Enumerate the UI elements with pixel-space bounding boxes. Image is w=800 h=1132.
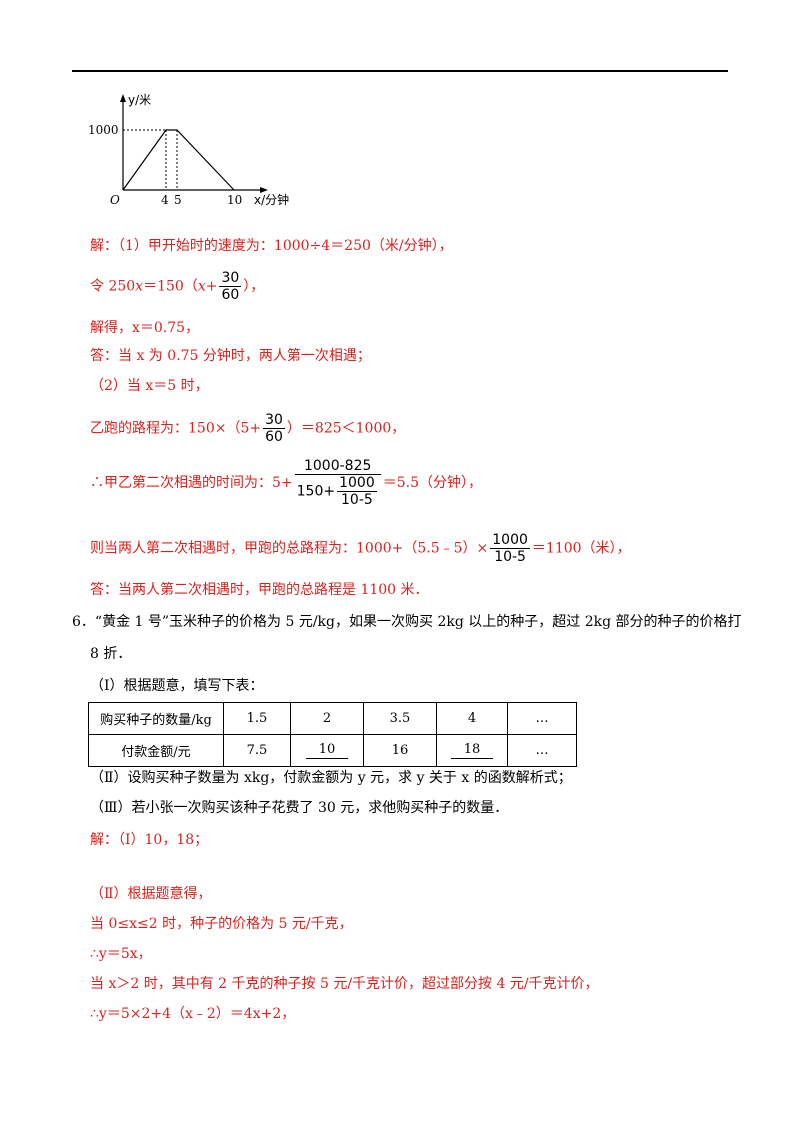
x-axis-label: x/分钟 [254, 192, 289, 207]
table-cell: 7.5 [223, 734, 291, 767]
solution1-line3: 解得，x＝0.75， [90, 320, 200, 336]
x-axis-arrow [260, 187, 268, 193]
answer-blank: 10 [306, 742, 348, 759]
table-cell: 18 [436, 734, 508, 767]
y-axis-arrow [120, 94, 126, 102]
solution2-line4: ∴y＝5x， [90, 946, 152, 962]
line7-post: ＝5.5（分钟）， [382, 475, 482, 491]
table-cell: 3.5 [363, 702, 437, 735]
line2-mid: ＝150（ [143, 278, 198, 295]
problem6-line1: 6．“黄金 1 号”玉米种子的价格为 5 元/kg，如果一次购买 2kg 以上的… [72, 614, 742, 630]
frac-num: 30 [219, 270, 242, 287]
line8-post: ＝1100（米）， [531, 540, 631, 557]
solution2-line2: （Ⅱ）根据题意得， [90, 886, 212, 902]
frac-den: 60 [221, 287, 240, 303]
line8-pre: 则当两人第二次相遇时，甲跑的总路程为：1000+（5.5﹣5）× [90, 540, 489, 557]
x-tick-4: 4 [161, 193, 169, 207]
answer-blank: 18 [451, 742, 493, 759]
table-cell: … [507, 702, 577, 735]
inner-num: 1000 [337, 475, 377, 492]
table-row: 付款金额/元 7.5 10 16 18 … [88, 734, 577, 767]
table-cell: 10 [290, 734, 364, 767]
frac-num: 1000 [490, 532, 530, 549]
frac-den: 10-5 [494, 549, 526, 565]
frac-den: 60 [265, 429, 283, 445]
line2-var: x [135, 278, 144, 295]
table-row: 购买种子的数量/kg 1.5 2 3.5 4 … [88, 702, 577, 735]
y-tick-1000: 1000 [88, 123, 119, 137]
solution1-line9: 答：当两人第二次相遇时，甲跑的总路程是 1100 米． [90, 582, 429, 598]
distance-curve [122, 129, 235, 191]
x-tick-10: 10 [227, 193, 242, 207]
table-cell: 1.5 [223, 702, 291, 735]
x-tick-5: 5 [174, 193, 182, 207]
header-rule [72, 70, 728, 72]
table-cell: 16 [363, 734, 437, 767]
line2-plus: + [205, 278, 218, 295]
y-axis-label: y/米 [128, 93, 151, 107]
solution1-line5: （2）当 x＝5 时， [90, 378, 209, 394]
line6-pre: 乙跑的路程为：150×（5+ [90, 420, 262, 437]
frac-num: 30 [263, 412, 285, 429]
line2-post: ）， [243, 278, 265, 295]
problem6-part3: （Ⅲ）若小张一次购买该种子花费了 30 元，求他购买种子的数量． [90, 800, 509, 816]
origin-label: O [110, 193, 120, 207]
line6-post: ）＝825＜1000， [286, 420, 406, 437]
solution1-line4: 答：当 x 为 0.75 分钟时，两人第一次相遇； [90, 348, 371, 364]
problem6-line2: 8 折． [90, 646, 132, 662]
problem6-part1: （Ⅰ）根据题意，填写下表： [90, 678, 264, 694]
table-cell: … [507, 734, 577, 767]
solution2-line1: 解：（Ⅰ）10，18； [90, 832, 209, 848]
price-table: 购买种子的数量/kg 1.5 2 3.5 4 … 付款金额/元 7.5 10 1… [88, 702, 577, 767]
distance-time-graph: y/米 1000 O 4 5 10 x/分钟 [88, 93, 289, 207]
table-cell: 付款金额/元 [88, 734, 224, 767]
solution1-line1: 解：（1）甲开始时的速度为：1000÷4＝250（米/分钟）， [90, 238, 453, 254]
solution2-line3: 当 0≤x≤2 时，种子的价格为 5 元/千克， [90, 916, 353, 932]
den-pre: 150+ [296, 483, 336, 500]
line2-var2: x [197, 278, 206, 295]
problem6-part2: （Ⅱ）设购买种子数量为 xkg，付款金额为 y 元，求 y 关于 x 的函数解析… [90, 770, 572, 786]
compound-frac-num: 1000-825 [294, 458, 381, 475]
solution2-line5: 当 x＞2 时，其中有 2 千克的种子按 5 元/千克计价，超过部分按 4 元/… [90, 976, 599, 992]
table-cell: 4 [436, 702, 508, 735]
table-cell: 购买种子的数量/kg [88, 702, 224, 735]
inner-den: 10-5 [341, 492, 373, 508]
line2-pre: 令 250 [90, 278, 136, 295]
line7-pre: ∴甲乙第二次相遇的时间为：5+ [90, 475, 293, 491]
solution2-line6: ∴y＝5×2+4（x﹣2）＝4x+2， [90, 1006, 296, 1022]
table-cell: 2 [290, 702, 364, 735]
